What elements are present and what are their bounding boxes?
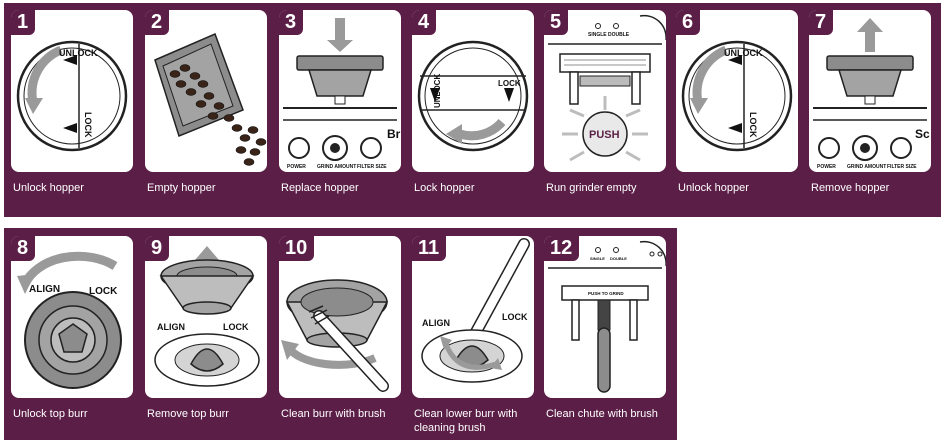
step-4-number: 4 <box>412 10 436 35</box>
step-4-card: UNLOCK LOCK 4 <box>412 10 534 172</box>
step-12-number: 12 <box>544 236 579 261</box>
step-1-card: UNLOCK LOCK 1 <box>11 10 133 172</box>
step-7-caption: Remove hopper <box>811 181 941 195</box>
power-label: POWER <box>817 164 836 170</box>
step-8-number: 8 <box>11 236 35 261</box>
single-label: SINGLE <box>588 32 607 38</box>
step-6-number: 6 <box>676 10 700 35</box>
step-8-caption: Unlock top burr <box>13 407 143 421</box>
step-4-caption: Lock hopper <box>414 181 544 195</box>
single-label: SINGLE <box>590 256 605 261</box>
step-12-caption: Clean chute with brush <box>546 407 676 421</box>
grind-amount-label: GRIND AMOUNT <box>847 164 886 170</box>
step-10-caption: Clean burr with brush <box>281 407 411 421</box>
filter-size-label: FILTER SIZE <box>887 164 917 170</box>
brand-fragment: Br <box>387 127 401 141</box>
step-11-caption: Clean lower burr with cleaning brush <box>414 407 534 435</box>
step-7-card: POWER GRIND AMOUNT FILTER SIZE Sc 7 <box>809 10 931 172</box>
step-2-number: 2 <box>145 10 169 35</box>
brand-fragment: Sc <box>915 127 930 141</box>
step-3-number: 3 <box>279 10 303 35</box>
step-10-card: 10 <box>279 236 401 398</box>
lock-label: LOCK <box>89 286 118 297</box>
dial-lock-label: LOCK <box>83 112 93 138</box>
dial-unlock-label: UNLOCK <box>59 48 98 58</box>
dial-unlock-label: UNLOCK <box>724 48 763 58</box>
power-label: POWER <box>287 164 306 170</box>
push-label: PUSH <box>589 129 620 141</box>
align-label: ALIGN <box>157 322 185 332</box>
step-8-card: ALIGN LOCK 8 <box>11 236 133 398</box>
step-6-card: UNLOCK LOCK 6 <box>676 10 798 172</box>
step-1-caption: Unlock hopper <box>13 181 143 195</box>
step-6-caption: Unlock hopper <box>678 181 808 195</box>
grind-amount-label: GRIND AMOUNT <box>317 164 356 170</box>
double-label: DOUBLE <box>610 256 627 261</box>
step-3-card: POWER GRIND AMOUNT FILTER SIZE Br 3 <box>279 10 401 172</box>
step-3-caption: Replace hopper <box>281 181 411 195</box>
step-10-number: 10 <box>279 236 314 261</box>
lock-label: LOCK <box>502 312 528 322</box>
step-9-number: 9 <box>145 236 169 261</box>
step-12-card: SINGLE DOUBLE PUSH TO GRIND 12 <box>544 236 666 398</box>
step-5-number: 5 <box>544 10 568 35</box>
step-2-card: 2 <box>145 10 267 172</box>
lock-label: LOCK <box>223 322 249 332</box>
step-5-caption: Run grinder empty <box>546 181 676 195</box>
step-7-number: 7 <box>809 10 833 35</box>
step-9-caption: Remove top burr <box>147 407 277 421</box>
dial-lock-label: LOCK <box>498 79 521 88</box>
step-11-number: 11 <box>412 236 446 261</box>
filter-size-label: FILTER SIZE <box>357 164 387 170</box>
push-to-grind-label: PUSH TO GRIND <box>588 291 624 296</box>
align-label: ALIGN <box>29 284 60 295</box>
step-5-card: SINGLE DOUBLE PUSH 5 <box>544 10 666 172</box>
step-1-number: 1 <box>11 10 35 35</box>
double-label: DOUBLE <box>608 32 630 38</box>
dial-lock-label: LOCK <box>748 112 758 138</box>
step-2-caption: Empty hopper <box>147 181 277 195</box>
align-label: ALIGN <box>422 318 450 328</box>
step-11-card: ALIGN LOCK 11 <box>412 236 534 398</box>
step-9-card: ALIGN LOCK 9 <box>145 236 267 398</box>
dial-unlock-label: UNLOCK <box>433 74 442 108</box>
